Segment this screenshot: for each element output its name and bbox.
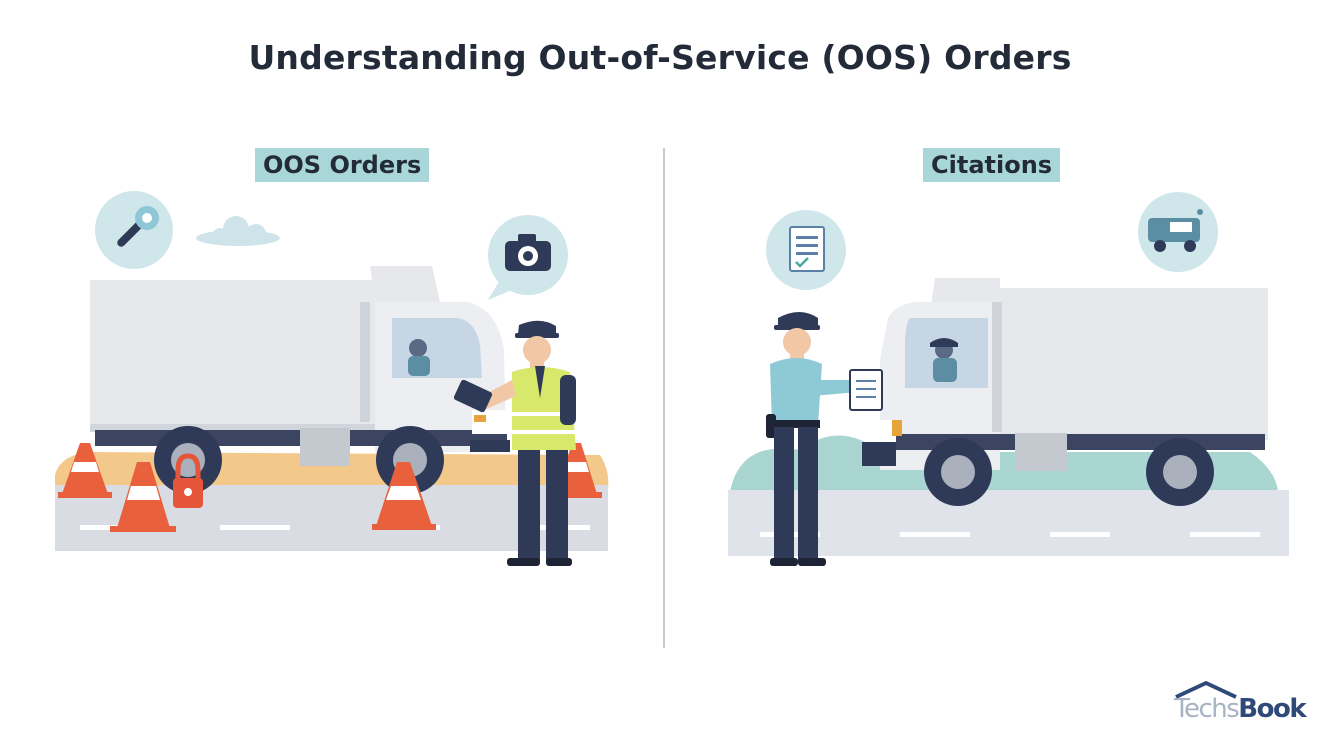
panel-divider <box>663 148 665 648</box>
citations-label: Citations <box>923 148 1061 182</box>
cloud-icon <box>196 216 280 246</box>
officer-with-vest <box>453 320 576 566</box>
page-title: Understanding Out-of-Service (OOS) Order… <box>248 38 1072 77</box>
oos-orders-label: OOS Orders <box>255 148 430 182</box>
wrench-icon <box>95 191 173 269</box>
citations-truck <box>862 278 1268 506</box>
logo-text-part2: Book <box>1238 694 1306 724</box>
police-officer <box>766 312 883 566</box>
tow-truck-icon <box>1138 192 1218 272</box>
logo-text-part1: Techs <box>1174 694 1240 724</box>
ground-hills <box>730 435 1278 492</box>
oos-truck <box>90 266 510 494</box>
techsbook-logo: TechsBook <box>1172 680 1322 728</box>
padlock-icon <box>173 453 203 508</box>
logo-text: TechsBook <box>1174 694 1307 724</box>
house-roof-icon <box>1175 681 1237 699</box>
document-icon <box>766 210 846 290</box>
oos-scene <box>55 191 609 566</box>
road <box>728 490 1289 556</box>
camera-icon <box>488 215 568 300</box>
road-markings <box>760 532 1260 537</box>
